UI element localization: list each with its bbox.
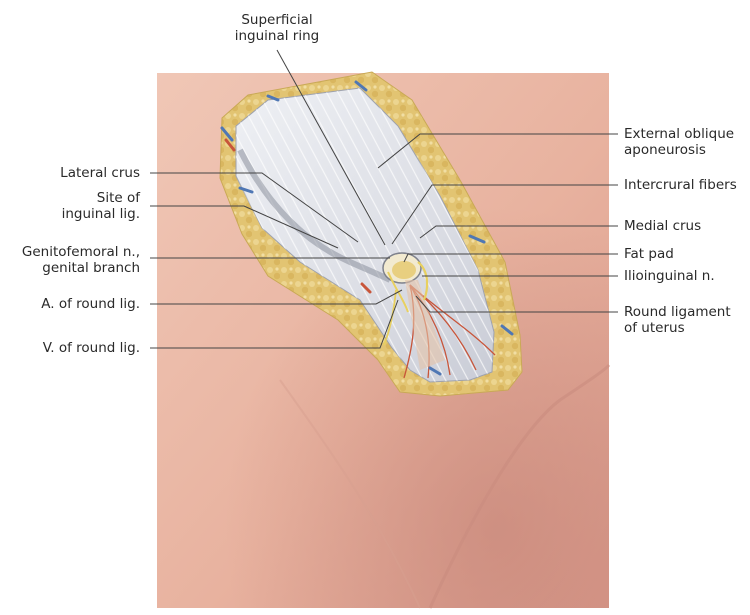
label-line: Round ligament	[624, 304, 731, 320]
label-line: Medial crus	[624, 218, 702, 234]
label-line: Genitofemoral n.,	[21, 244, 140, 260]
round-ligament-band	[405, 280, 445, 370]
label-a-of-round-lig: A. of round lig.	[0, 296, 140, 312]
label-line: Intercrural fibers	[624, 177, 737, 193]
label-line: A. of round lig.	[41, 296, 140, 312]
label-line: inguinal lig.	[61, 206, 140, 222]
leader-fat-pad	[403, 253, 618, 263]
leader-medial-crus	[419, 225, 618, 239]
label-fat-pad: Fat pad	[624, 246, 674, 262]
label-line: genital branch	[42, 260, 140, 276]
label-superficial-inguinal-ring: Superficial inguinal ring	[212, 12, 342, 44]
leader-v-of-round-lig	[150, 299, 399, 349]
label-line: Ilioinguinal n.	[624, 268, 715, 284]
leader-a-of-round-lig	[150, 289, 403, 305]
leader-intercrural-fibers	[391, 184, 618, 245]
label-external-oblique-aponeurosis: External oblique aponeurosis	[624, 126, 734, 158]
genitofemoral-nerve	[387, 271, 409, 313]
ilioinguinal-nerve	[417, 261, 429, 301]
label-lateral-crus: Lateral crus	[0, 165, 140, 181]
label-line: inguinal ring	[234, 28, 320, 44]
label-round-ligament-of-uterus: Round ligament of uterus	[624, 304, 731, 336]
leader-site-of-inguinal-lig	[150, 205, 339, 249]
leader-external-oblique-aponeurosis	[377, 133, 618, 169]
leader-round-ligament	[415, 295, 618, 313]
label-line: of uterus	[624, 320, 685, 336]
fat-pad-shape	[392, 261, 416, 279]
leader-lateral-crus	[150, 172, 359, 243]
label-intercrural-fibers: Intercrural fibers	[624, 177, 737, 193]
aponeurosis-fibers	[236, 88, 494, 382]
inguinal-ligament-groove	[237, 148, 392, 283]
superficial-vessels	[220, 80, 514, 376]
label-genitofemoral-n: Genitofemoral n., genital branch	[0, 244, 140, 276]
label-site-of-inguinal-lig: Site of inguinal lig.	[0, 190, 140, 222]
label-line: aponeurosis	[624, 142, 706, 158]
thigh-crease	[279, 379, 421, 609]
label-ilioinguinal-n: Ilioinguinal n.	[624, 268, 715, 284]
label-medial-crus: Medial crus	[624, 218, 701, 234]
label-v-of-round-lig: V. of round lig.	[0, 340, 140, 356]
vein-of-round-lig	[383, 289, 397, 346]
label-line: Superficial	[241, 12, 313, 28]
label-line: External oblique	[624, 126, 735, 142]
label-line: Lateral crus	[60, 165, 140, 181]
label-line: Site of	[96, 190, 140, 206]
leader-superficial-inguinal-ring	[276, 49, 386, 246]
label-line: V. of round lig.	[42, 340, 140, 356]
skin-fold	[428, 363, 611, 609]
label-line: Fat pad	[624, 246, 674, 262]
